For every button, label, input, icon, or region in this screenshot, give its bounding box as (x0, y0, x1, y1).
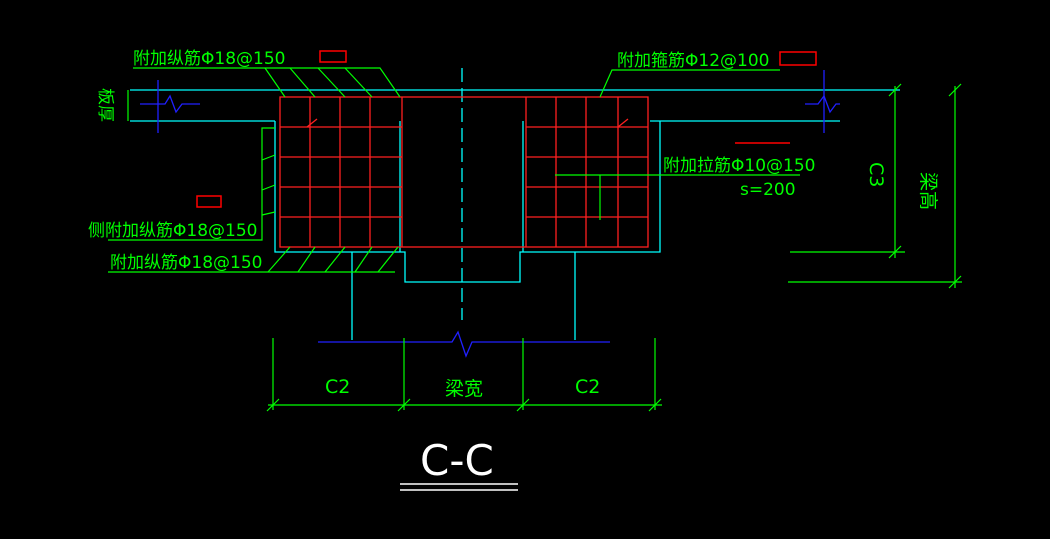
side-rebar-label: 侧附加纵筋Φ18@150 (88, 221, 257, 241)
leader-lines (108, 67, 800, 273)
slab-thickness-label: 板厚 (95, 88, 115, 122)
dim-c2-right-label: C2 (575, 376, 600, 398)
break-lines (140, 70, 840, 358)
rebar-cage (279, 96, 649, 248)
outer-stirrup (279, 96, 649, 248)
section-title: C-C (420, 436, 494, 485)
tie-bar-label: 附加拉筋Φ10@150 (663, 156, 815, 176)
bottom-left-rebar-label: 附加纵筋Φ18@150 (110, 253, 262, 273)
slab-outline (130, 68, 900, 340)
tie-spacing-label: s=200 (740, 180, 796, 200)
top-right-stirrup-label: 附加箍筋Φ12@100 (617, 51, 769, 71)
rebar-horizontal-bars (280, 126, 648, 218)
top-left-rebar-label: 附加纵筋Φ18@150 (133, 49, 285, 69)
section-markers (196, 50, 817, 208)
dim-c3-label: C3 (865, 162, 887, 187)
stirrup-hook (306, 118, 318, 128)
dim-beam-height-label: 梁高 (917, 172, 939, 210)
section-title-underline (400, 483, 518, 491)
dim-c2-left-label: C2 (325, 376, 350, 398)
dim-beam-width-label: 梁宽 (445, 378, 483, 400)
stirrup-hook (617, 118, 629, 128)
dimension-lines (127, 83, 962, 412)
rebar-vertical-stirrups (306, 97, 629, 247)
